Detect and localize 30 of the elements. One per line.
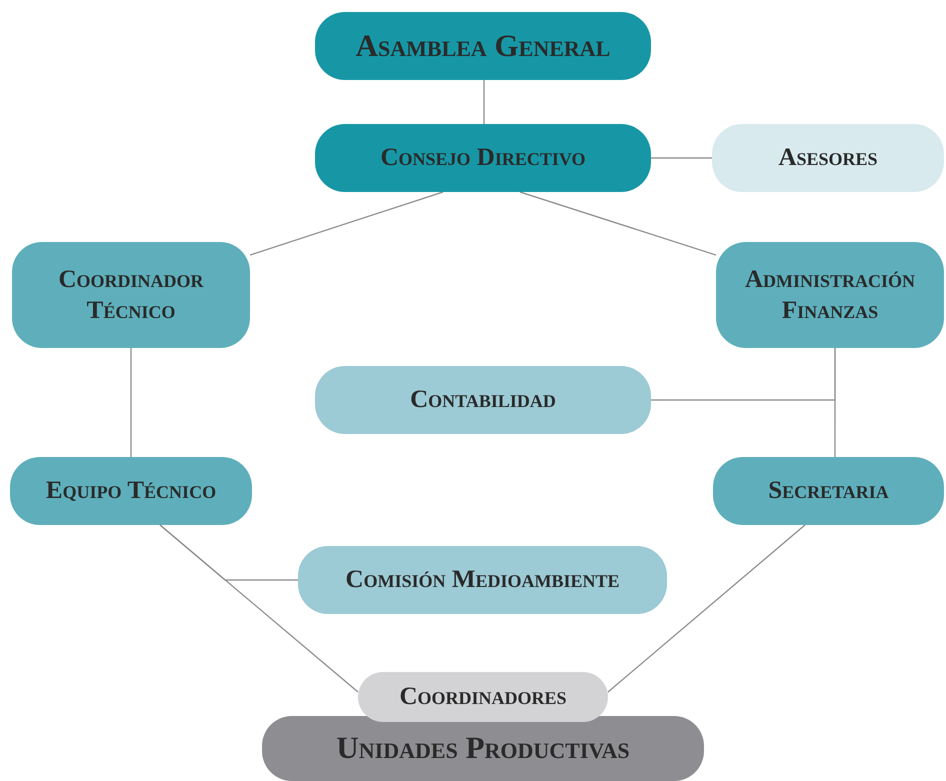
unit-name: Equipo Técnico (44, 476, 218, 506)
unit-name: Asesores (777, 143, 879, 174)
unit-name: Contabilidad (409, 385, 557, 416)
unit-name: Coordinadores (398, 682, 568, 712)
unit-name: Unidades Productivas (335, 729, 631, 768)
connector-line (520, 191, 716, 256)
unit-name: Administración Finanzas (744, 264, 916, 326)
connector-line (130, 348, 132, 457)
org-unit-box (315, 12, 651, 80)
connector-line (608, 524, 806, 692)
org-unit-box (315, 366, 651, 434)
connector-line (160, 524, 298, 581)
org-unit-box (716, 242, 944, 348)
unit-name: Asamblea General (354, 26, 612, 65)
org-unit-box (10, 457, 252, 525)
unit-name: Coordinador Técnico (57, 264, 205, 326)
unit-name: Comisión Medioambiente (344, 565, 620, 596)
org-unit-box (298, 546, 667, 614)
org-unit-box (712, 124, 944, 192)
unit-name: Consejo Directivo (379, 143, 587, 174)
connector-line (250, 191, 444, 256)
org-unit-box (358, 672, 608, 722)
connector-line (651, 348, 836, 401)
connector-line (483, 80, 485, 124)
org-unit-box (315, 124, 651, 192)
org-unit-box (12, 242, 250, 348)
connector-line (651, 157, 712, 159)
unit-name: Secretaria (767, 476, 890, 506)
org-unit-box (262, 716, 704, 781)
org-unit-box (713, 457, 944, 525)
